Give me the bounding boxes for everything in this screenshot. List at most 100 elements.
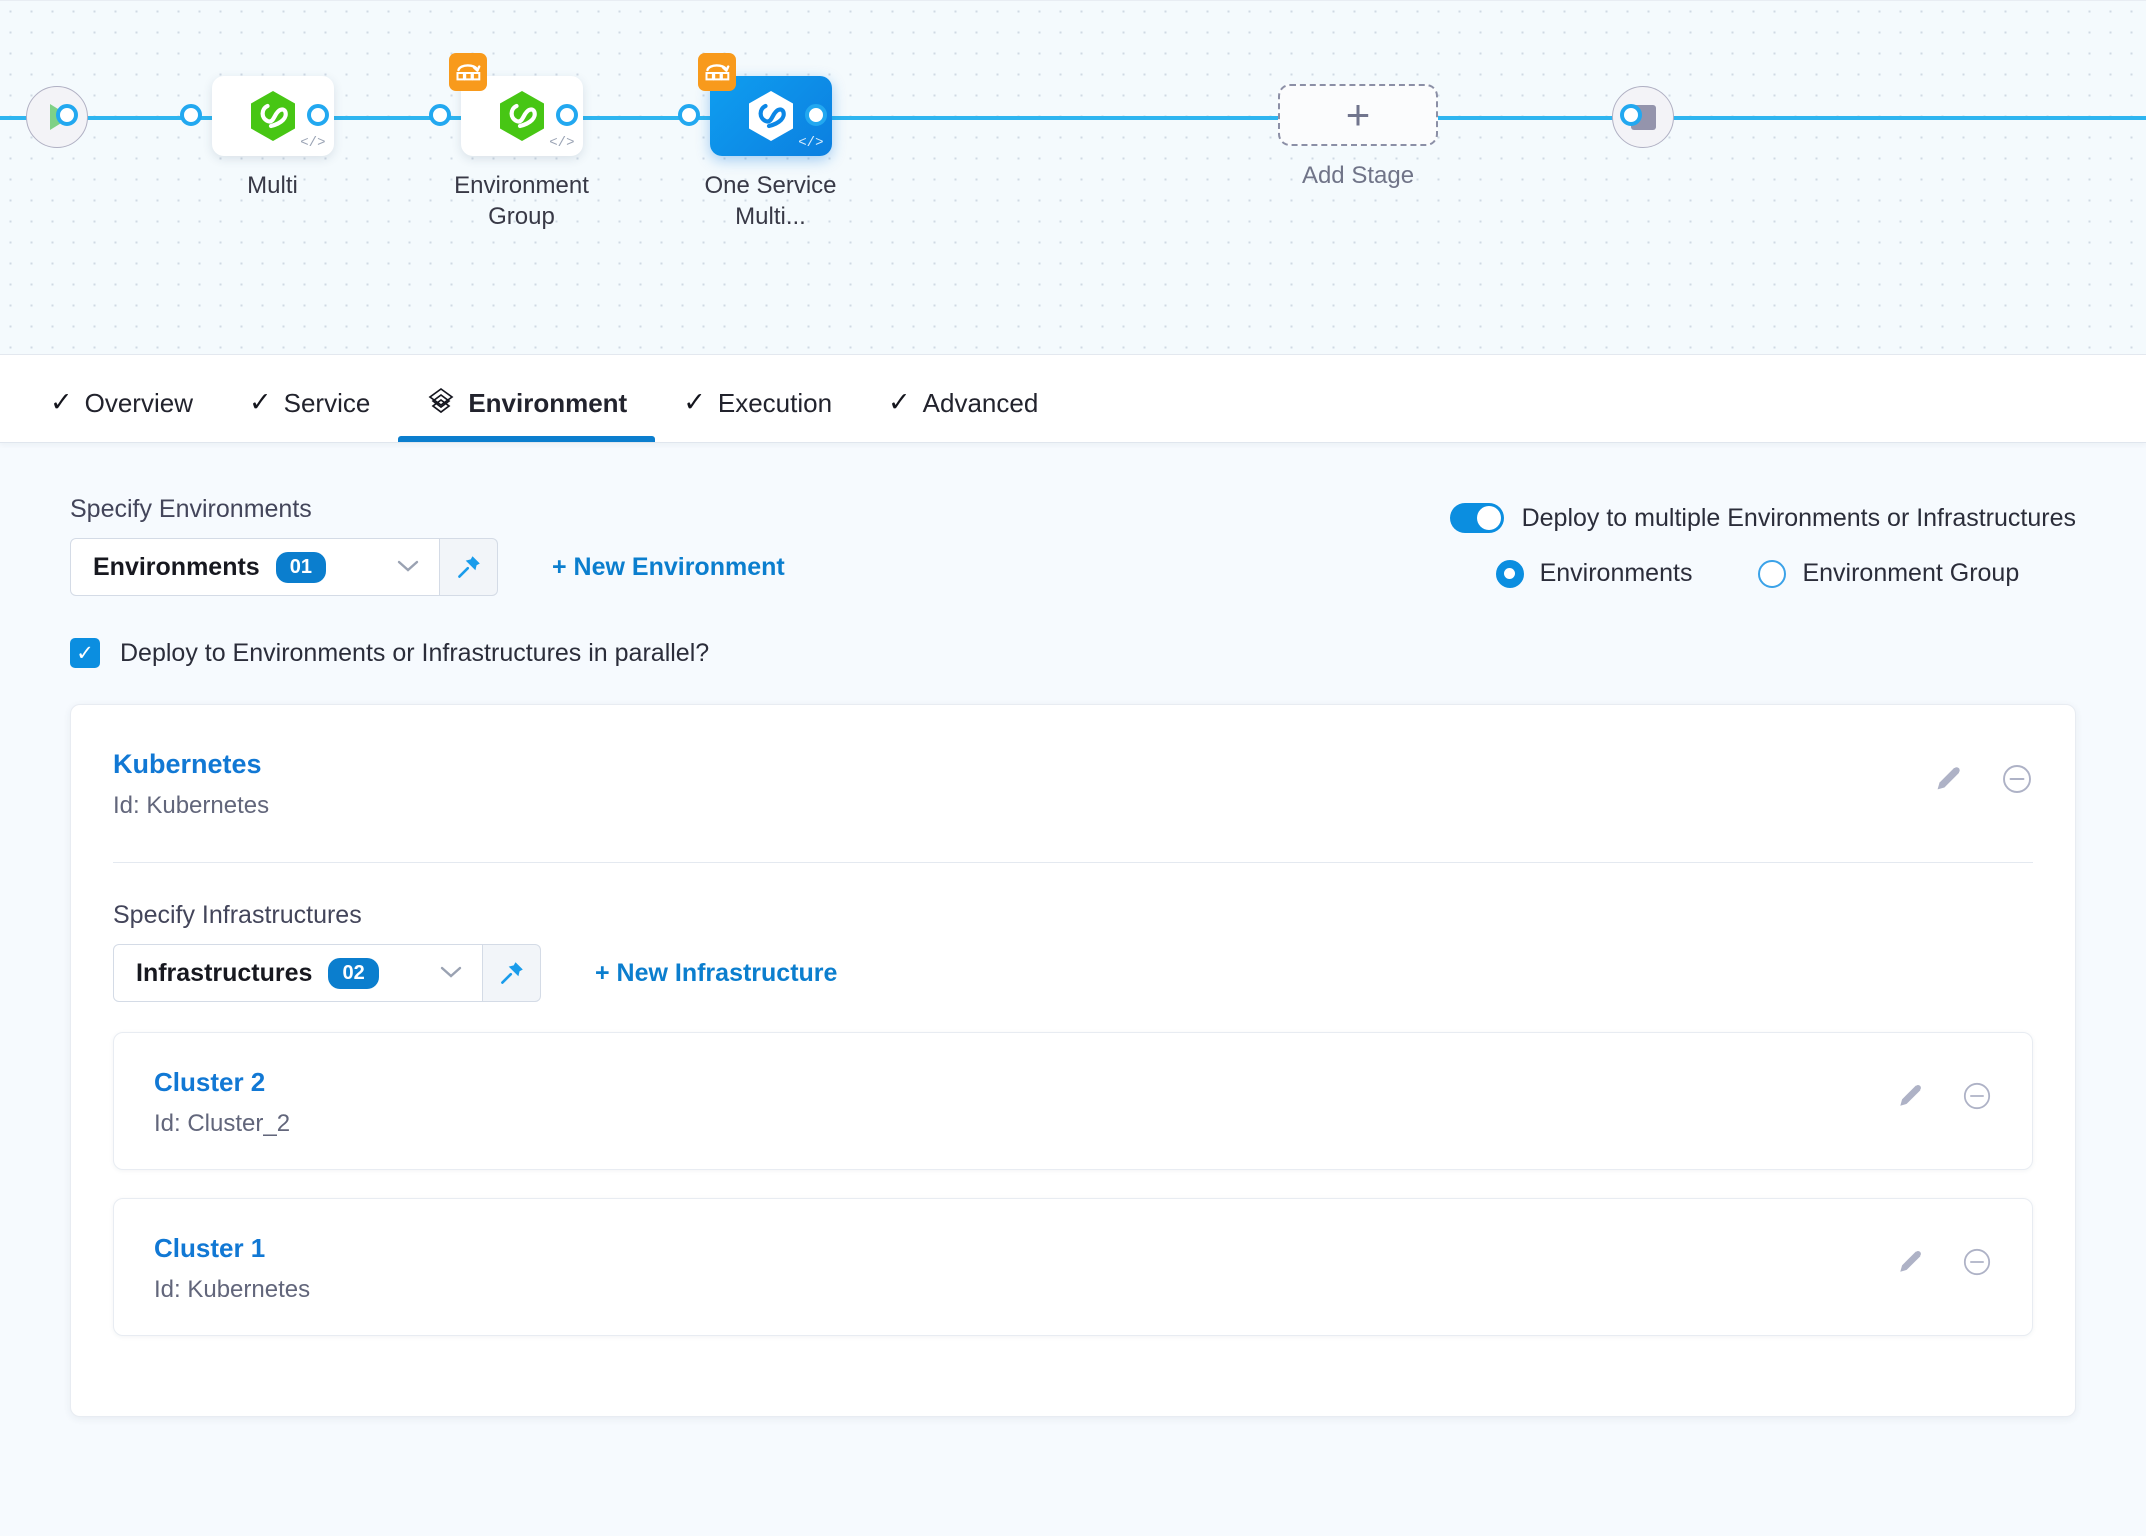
environment-tab-panel: Specify Environments Environments 01 bbox=[0, 443, 2146, 1417]
remove-environment-button[interactable] bbox=[2001, 763, 2033, 795]
tab-label: Environment bbox=[468, 388, 628, 418]
radio-unselected-icon bbox=[1758, 559, 1787, 588]
code-icon: </> bbox=[549, 135, 575, 151]
stage-config-tabs[interactable]: ✓ Overview ✓ Service Environment ✓ Execu… bbox=[0, 355, 2146, 443]
chevron-down-icon bbox=[395, 556, 421, 578]
radio-environment-group[interactable]: Environment Group bbox=[1758, 559, 2019, 588]
new-environment-link[interactable]: + New Environment bbox=[552, 552, 785, 581]
edit-environment-button[interactable] bbox=[1933, 764, 1963, 794]
plus-icon: + bbox=[1345, 91, 1371, 138]
environments-pin-button[interactable] bbox=[440, 538, 498, 596]
multi-deploy-toggle[interactable] bbox=[1449, 503, 1504, 533]
stage-port-left-1[interactable] bbox=[180, 104, 202, 126]
minus-circle-icon bbox=[1963, 1248, 1991, 1276]
stage-port-left-3[interactable] bbox=[678, 104, 700, 126]
environment-card-id: Id: Kubernetes bbox=[113, 792, 270, 819]
chevron-down-icon bbox=[438, 962, 464, 984]
stage-node-one-service-multi[interactable]: </> One Service Multi... bbox=[683, 53, 858, 232]
minus-circle-icon bbox=[2003, 765, 2031, 793]
infrastructure-card-title[interactable]: Cluster 1 bbox=[154, 1233, 266, 1263]
specify-infrastructures-group: Specify Infrastructures Infrastructures … bbox=[113, 901, 2033, 1336]
tab-service[interactable]: ✓ Service bbox=[221, 355, 398, 442]
parallel-deploy-label: Deploy to Environments or Infrastructure… bbox=[120, 638, 710, 667]
radio-selected-icon bbox=[1495, 559, 1524, 588]
check-icon: ✓ bbox=[683, 387, 706, 417]
environment-card-title[interactable]: Kubernetes bbox=[113, 749, 262, 779]
infrastructure-card: Cluster 1 Id: Kubernetes bbox=[113, 1198, 2033, 1336]
pin-icon bbox=[500, 962, 523, 984]
tab-overview[interactable]: ✓ Overview bbox=[22, 355, 221, 442]
infrastructure-card-id: Id: Cluster_2 bbox=[154, 1110, 291, 1137]
tab-label: Execution bbox=[717, 388, 833, 418]
harness-hexagon-icon bbox=[250, 91, 295, 141]
pipeline-connector-rail bbox=[0, 116, 2146, 120]
specify-environments-group: Specify Environments Environments 01 bbox=[70, 495, 785, 596]
check-icon: ✓ bbox=[888, 387, 911, 417]
multi-deploy-group: Deploy to multiple Environments or Infra… bbox=[1449, 495, 2076, 588]
pencil-icon bbox=[1900, 1084, 1921, 1106]
radio-label: Environments bbox=[1539, 559, 1693, 587]
environments-select-main[interactable]: Environments 01 bbox=[70, 538, 440, 596]
stage-label: One Service Multi... bbox=[704, 172, 837, 231]
infrastructure-card: Cluster 2 Id: Cluster_2 bbox=[113, 1032, 2033, 1170]
pipeline-canvas[interactable]: </> Multi </> Environment Group bbox=[0, 0, 2146, 355]
environments-select[interactable]: Environments 01 bbox=[70, 538, 498, 596]
tab-label: Overview bbox=[84, 388, 193, 418]
stage-port-left-2[interactable] bbox=[429, 104, 451, 126]
card-divider bbox=[113, 862, 2033, 863]
stage-port-right-1[interactable] bbox=[307, 104, 329, 126]
infrastructures-select[interactable]: Infrastructures 02 bbox=[113, 944, 541, 1002]
edit-infrastructure-button[interactable] bbox=[1896, 1082, 1924, 1110]
tab-label: Service bbox=[283, 388, 371, 418]
minus-circle-icon bbox=[1963, 1082, 1991, 1110]
infrastructure-card-title[interactable]: Cluster 2 bbox=[154, 1067, 266, 1097]
environments-select-value: Environments bbox=[93, 552, 260, 581]
matrix-strategy-icon bbox=[448, 53, 487, 91]
code-icon: </> bbox=[300, 135, 326, 151]
tab-label: Advanced bbox=[922, 388, 1039, 418]
add-stage-node[interactable]: + Add Stage bbox=[1278, 84, 1438, 190]
check-icon: ✓ bbox=[248, 387, 272, 417]
remove-infrastructure-button[interactable] bbox=[1962, 1247, 1992, 1277]
specify-environments-label: Specify Environments bbox=[70, 495, 312, 523]
radio-environments[interactable]: Environments bbox=[1495, 559, 1693, 588]
layers-icon bbox=[426, 386, 456, 416]
infrastructures-count-badge: 02 bbox=[328, 957, 379, 989]
add-stage-label: Add Stage bbox=[1301, 162, 1415, 189]
new-infrastructure-link[interactable]: + New Infrastructure bbox=[595, 958, 838, 987]
stage-node-environment-group[interactable]: </> Environment Group bbox=[434, 53, 609, 232]
edit-infrastructure-button[interactable] bbox=[1896, 1248, 1924, 1276]
infrastructures-pin-button[interactable] bbox=[483, 944, 541, 1002]
infrastructures-select-main[interactable]: Infrastructures 02 bbox=[113, 944, 483, 1002]
tab-execution[interactable]: ✓ Execution bbox=[655, 355, 860, 442]
stage-label: Multi bbox=[247, 172, 298, 199]
toggle-knob bbox=[1476, 506, 1501, 530]
infrastructure-card-id: Id: Kubernetes bbox=[154, 1276, 311, 1303]
matrix-strategy-icon bbox=[697, 53, 736, 91]
harness-hexagon-icon bbox=[499, 91, 544, 141]
parallel-deploy-checkbox[interactable]: ✓ bbox=[70, 638, 100, 668]
environments-count-badge: 01 bbox=[275, 551, 326, 583]
harness-hexagon-icon bbox=[748, 91, 793, 141]
stage-port-right-2[interactable] bbox=[556, 104, 578, 126]
code-icon: </> bbox=[798, 135, 824, 151]
add-stage-button[interactable]: + bbox=[1278, 84, 1438, 146]
stage-port-right-3[interactable] bbox=[805, 104, 827, 126]
radio-label: Environment Group bbox=[1802, 559, 2020, 587]
remove-infrastructure-button[interactable] bbox=[1962, 1081, 1992, 1111]
start-port[interactable] bbox=[56, 104, 78, 126]
multi-deploy-label: Deploy to multiple Environments or Infra… bbox=[1521, 503, 2076, 532]
environment-card: Kubernetes Id: Kubernetes bbox=[70, 704, 2076, 1417]
pencil-icon bbox=[1900, 1250, 1921, 1272]
tab-environment[interactable]: Environment bbox=[398, 355, 656, 442]
check-icon: ✓ bbox=[50, 387, 73, 417]
stage-node-multi[interactable]: </> Multi bbox=[185, 76, 360, 201]
specify-infrastructures-label: Specify Infrastructures bbox=[113, 901, 362, 929]
end-port[interactable] bbox=[1620, 104, 1642, 126]
pencil-icon bbox=[1937, 767, 1960, 790]
parallel-deploy-row[interactable]: ✓ Deploy to Environments or Infrastructu… bbox=[70, 638, 2076, 668]
pin-icon bbox=[457, 556, 480, 578]
stage-label: Environment Group bbox=[454, 172, 589, 231]
check-icon: ✓ bbox=[76, 641, 94, 665]
tab-advanced[interactable]: ✓ Advanced bbox=[860, 355, 1066, 442]
